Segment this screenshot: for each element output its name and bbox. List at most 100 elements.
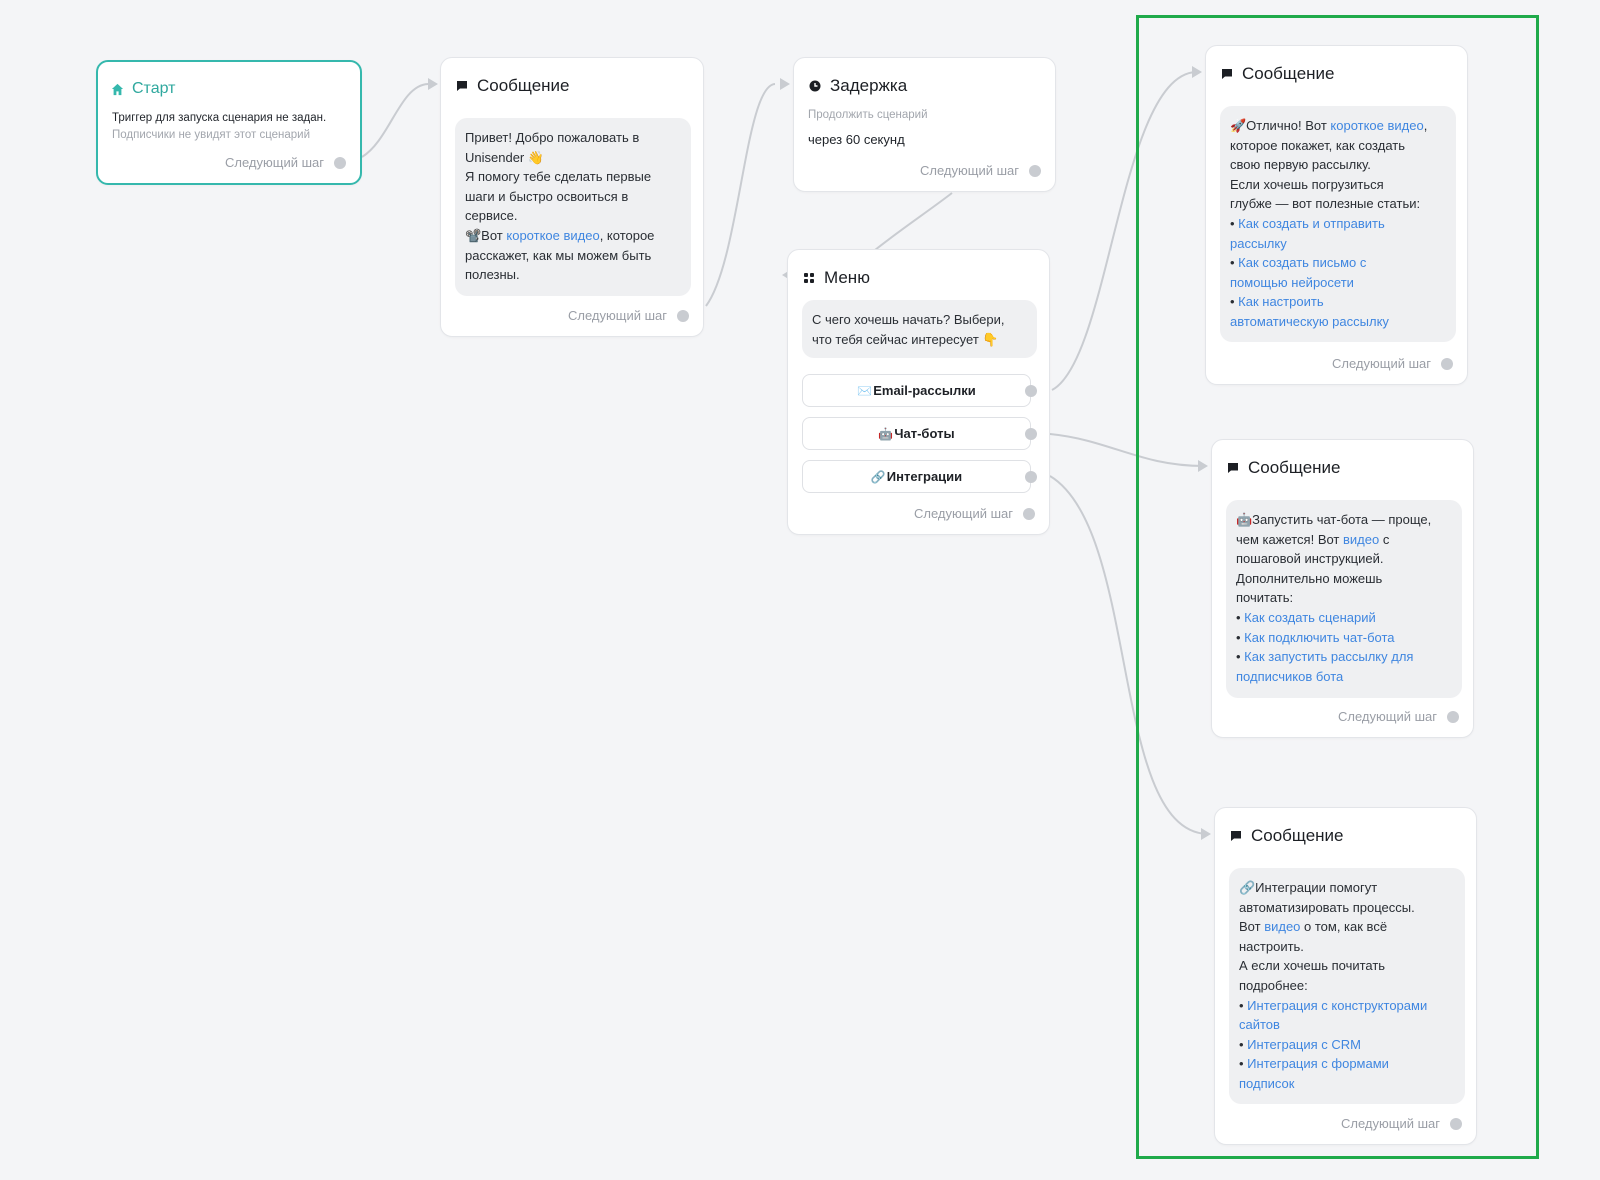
link-text[interactable]: Как настроить <box>1238 294 1324 310</box>
clock-icon <box>808 79 822 93</box>
node-header: Сообщение <box>1215 808 1476 848</box>
message-icon <box>1226 461 1240 475</box>
output-port[interactable] <box>1025 385 1037 397</box>
delay-caption: Продолжить сценарий <box>808 109 928 121</box>
message-line: свою первую рассылку. <box>1230 157 1371 173</box>
link-text[interactable]: сайтов <box>1239 1017 1280 1033</box>
article-link[interactable]: • Интеграция с CRM <box>1239 1036 1362 1052</box>
next-step[interactable]: Следующий шаг <box>920 163 1041 178</box>
grid-icon <box>802 271 816 285</box>
link-text[interactable]: Как запустить рассылку для <box>1244 649 1414 665</box>
output-port[interactable] <box>1025 428 1037 440</box>
message-node-welcome[interactable]: Сообщение Привет! Добро пожаловать в Uni… <box>440 57 704 337</box>
link-text[interactable]: Интеграция с формами <box>1247 1056 1389 1072</box>
link-text[interactable]: помощью нейросети <box>1230 274 1354 290</box>
message-line: подробнее: <box>1239 977 1308 993</box>
next-step[interactable]: Следующий шаг <box>1341 1116 1462 1131</box>
message-line: 📽️Вот короткое видео, которое <box>465 226 681 246</box>
article-link[interactable]: • Как создать письмо с <box>1230 255 1367 271</box>
text: , <box>1423 118 1428 133</box>
node-title: Сообщение <box>1242 64 1335 83</box>
text: 📽️Вот <box>465 227 507 243</box>
message-icon <box>1220 67 1234 81</box>
next-step[interactable]: Следующий шаг <box>568 308 689 323</box>
text: с <box>1379 531 1390 547</box>
link-text[interactable]: подписок <box>1239 1075 1295 1091</box>
arrowhead-message <box>428 78 438 90</box>
message-line: 🚀Отлично! Вот короткое видео, <box>1230 116 1446 136</box>
output-port[interactable] <box>1450 1117 1462 1130</box>
link-text[interactable]: Интеграция с конструкторами <box>1247 997 1428 1013</box>
article-link[interactable]: • Как запустить рассылку для <box>1236 649 1414 665</box>
message-bubble: 🚀Отлично! Вот короткое видео, которое по… <box>1220 106 1456 342</box>
message-bubble: Привет! Добро пожаловать в Unisender 👋 Я… <box>455 118 691 296</box>
next-step[interactable]: Следующий шаг <box>914 506 1035 521</box>
video-link[interactable]: видео <box>1264 919 1301 935</box>
message-line: настроить. <box>1239 938 1304 954</box>
message-line: расскажет, как мы можем быть <box>465 247 652 263</box>
message-node-chatbots[interactable]: Сообщение 🤖Запустить чат-бота — проще, ч… <box>1211 439 1474 738</box>
next-step-label: Следующий шаг <box>225 155 324 170</box>
link-text[interactable]: рассылку <box>1230 235 1287 251</box>
link-text[interactable]: Как создать сценарий <box>1244 609 1376 625</box>
link-text[interactable]: Как создать и отправить <box>1238 215 1385 231</box>
output-port[interactable] <box>1023 507 1035 520</box>
message-line: глубже — вот полезные статьи: <box>1230 196 1421 212</box>
text: чем кажется! Вот <box>1236 531 1344 547</box>
menu-node[interactable]: Меню С чего хочешь начать? Выбери, что т… <box>787 249 1050 535</box>
menu-button-chatbots[interactable]: 🤖 Чат-боты <box>802 417 1037 450</box>
connector-message-to-delay <box>705 83 776 307</box>
output-port[interactable] <box>334 156 346 169</box>
video-link[interactable]: видео <box>1343 531 1380 547</box>
video-link[interactable]: короткое видео <box>506 227 600 243</box>
next-step-label: Следующий шаг <box>914 506 1013 521</box>
message-bubble: 🔗Интеграции помогут автоматизировать про… <box>1229 868 1465 1104</box>
output-port[interactable] <box>677 309 689 322</box>
message-line: Если хочешь погрузиться <box>1230 176 1384 192</box>
video-link[interactable]: короткое видео <box>1330 118 1424 133</box>
start-node-header: Старт <box>98 62 360 102</box>
link-text[interactable]: Как подключить чат-бота <box>1244 629 1395 645</box>
article-link[interactable]: • Как создать и отправить <box>1230 215 1385 231</box>
envelope-icon: ✉️ <box>857 383 873 398</box>
article-link[interactable]: • Интеграция с формами <box>1239 1056 1389 1072</box>
message-node-email[interactable]: Сообщение 🚀Отлично! Вот короткое видео, … <box>1205 45 1468 385</box>
node-title: Сообщение <box>477 76 570 95</box>
next-step-label: Следующий шаг <box>1332 356 1431 371</box>
start-node[interactable]: Старт Триггер для запуска сценария не за… <box>96 60 362 185</box>
message-bubble: 🤖Запустить чат-бота — проще, чем кажется… <box>1226 500 1462 698</box>
article-link[interactable]: • Как создать сценарий <box>1236 609 1376 625</box>
menu-button-email[interactable]: ✉️ Email-рассылки <box>802 374 1037 407</box>
message-line: автоматизировать процессы. <box>1239 899 1415 915</box>
message-line: пошаговой инструкцией. <box>1236 551 1384 567</box>
next-step[interactable]: Следующий шаг <box>1332 356 1453 371</box>
link-text[interactable]: подписчиков бота <box>1236 668 1344 684</box>
message-line: полезны. <box>465 267 520 283</box>
menu-prompt: С чего хочешь начать? Выбери, что тебя с… <box>802 300 1037 358</box>
node-header: Меню <box>788 250 1049 290</box>
output-port[interactable] <box>1025 471 1037 483</box>
output-port[interactable] <box>1447 710 1459 723</box>
message-node-integrations[interactable]: Сообщение 🔗Интеграции помогут автоматизи… <box>1214 807 1477 1145</box>
article-link[interactable]: • Интеграция с конструкторами <box>1239 997 1428 1013</box>
selection-frame <box>1136 15 1539 1159</box>
next-step[interactable]: Следующий шаг <box>1338 709 1459 724</box>
link-text[interactable]: Как создать письмо с <box>1238 255 1367 271</box>
next-step[interactable]: Следующий шаг <box>225 155 346 170</box>
node-header: Сообщение <box>1206 46 1467 86</box>
message-line: почитать: <box>1236 590 1294 606</box>
message-line: Привет! Добро пожаловать в <box>465 130 640 145</box>
menu-button-integrations[interactable]: 🔗 Интеграции <box>802 460 1037 493</box>
delay-value: через 60 секунд <box>808 132 905 147</box>
article-link[interactable]: • Как настроить <box>1230 294 1324 310</box>
message-line: чем кажется! Вот видео с <box>1236 530 1452 550</box>
link-text[interactable]: автоматическую рассылку <box>1230 313 1389 329</box>
link-text[interactable]: Интеграция с CRM <box>1247 1036 1362 1052</box>
article-link[interactable]: • Как подключить чат-бота <box>1236 629 1395 645</box>
menu-button-label: Email-рассылки <box>873 383 976 398</box>
message-line: сервисе. <box>465 208 518 224</box>
node-title: Сообщение <box>1251 826 1344 845</box>
delay-node[interactable]: Задержка Продолжить сценарий через 60 се… <box>793 57 1056 192</box>
output-port[interactable] <box>1029 164 1041 177</box>
output-port[interactable] <box>1441 357 1453 370</box>
